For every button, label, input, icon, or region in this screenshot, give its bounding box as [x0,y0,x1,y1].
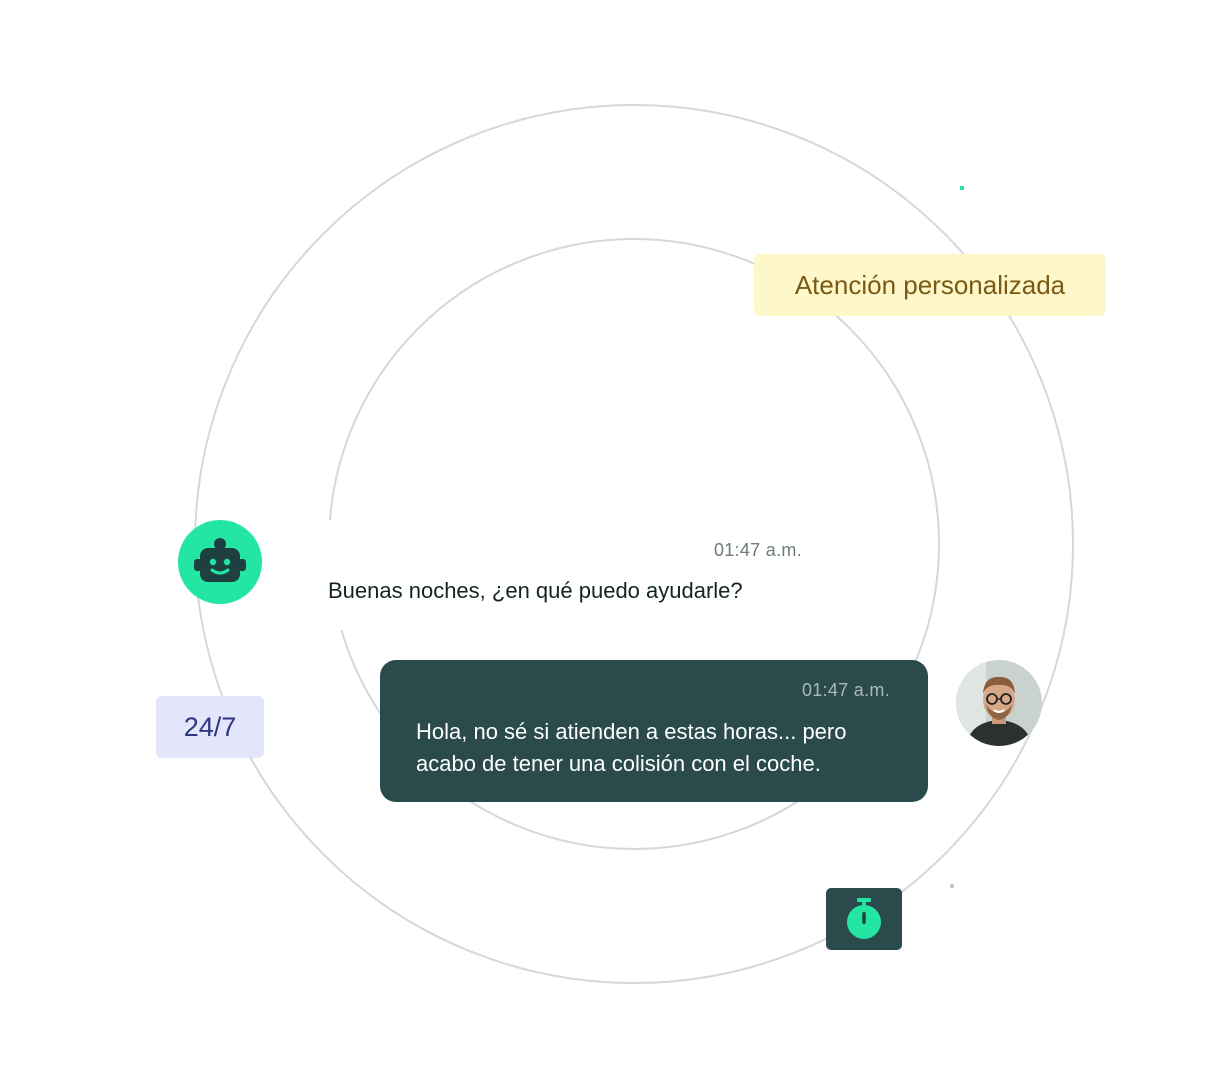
stopwatch-icon [847,898,881,939]
personalized-attention-label: Atención personalizada [794,269,1066,300]
bot-message-text: Buenas noches, ¿en qué puedo ayudarle? [328,578,743,603]
user-message-bubble: 01:47 a.m. Hola, no sé si atienden a est… [380,660,928,802]
personalized-attention-badge: Atención personalizada [754,254,1106,316]
availability-label: 24/7 [183,711,237,742]
bot-message-bubble: 01:47 a.m. Buenas noches, ¿en qué puedo … [292,520,840,630]
decorative-dot [960,186,964,190]
robot-icon [194,538,246,582]
decorative-dot [950,884,954,888]
user-message-time: 01:47 a.m. [801,680,890,700]
bot-message-time: 01:47 a.m. [713,540,802,560]
bot-avatar [178,520,262,604]
user-avatar [956,660,1042,746]
user-message-text: Hola, no sé si atienden a estas horas...… [416,719,847,776]
user-photo [956,660,1042,746]
availability-badge: 24/7 [156,696,264,758]
timer-badge [826,888,902,950]
